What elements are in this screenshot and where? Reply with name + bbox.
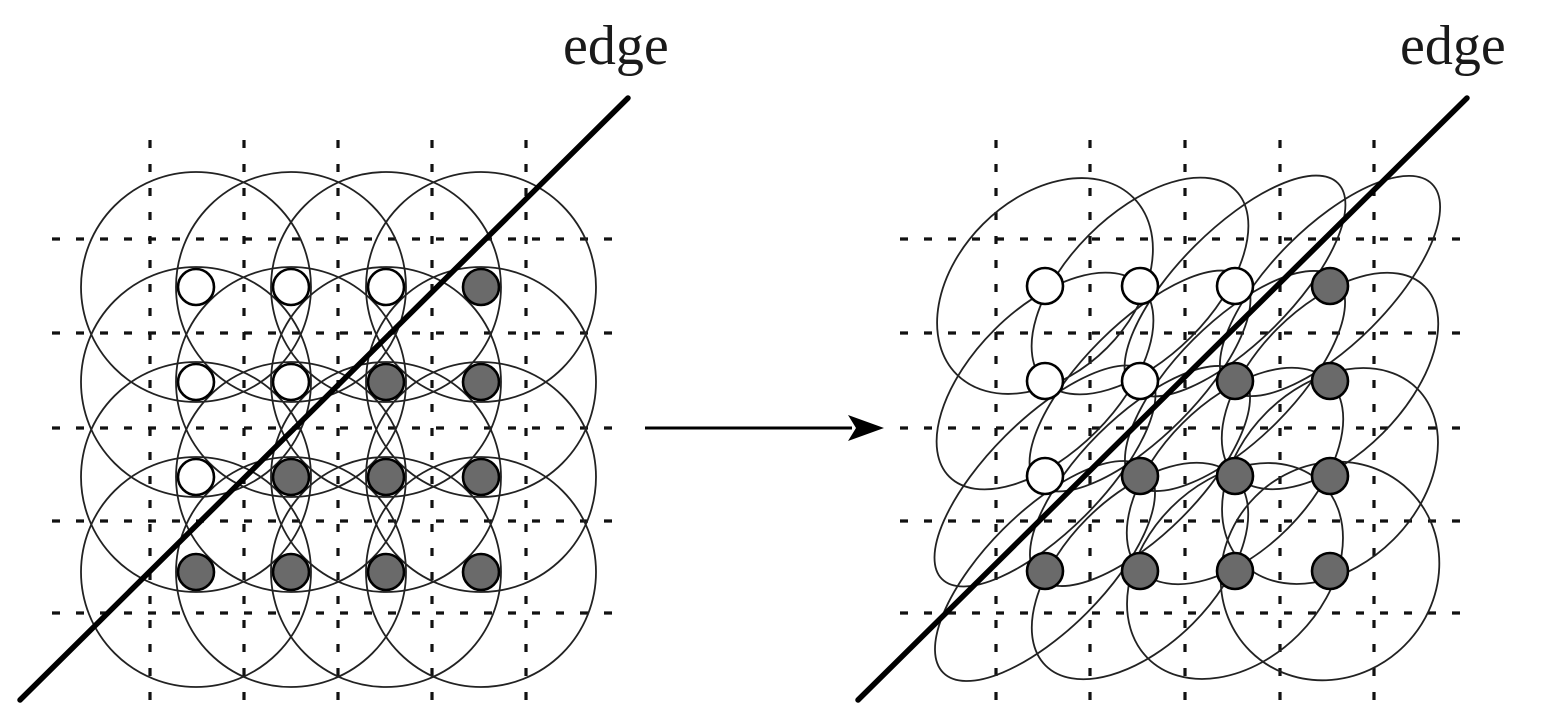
- pixel-light: [176, 362, 216, 402]
- arrow-head: [848, 415, 884, 441]
- kernel-circle: [365, 361, 597, 593]
- pixel-dark: [461, 362, 501, 402]
- kernel-circle: [365, 171, 597, 403]
- pixel-dark: [1310, 551, 1350, 591]
- left-panel-isotropic: edge: [17, 15, 669, 703]
- pixel-dark: [366, 552, 406, 592]
- left-pixel-samples: [176, 267, 501, 592]
- left-isotropic-kernels: [80, 171, 597, 688]
- kernel-circle: [270, 361, 502, 593]
- pixel-light: [271, 267, 311, 307]
- kernel-circle: [270, 456, 502, 688]
- kernel-circle: [80, 266, 312, 498]
- left-sampling-grid: [52, 140, 614, 700]
- kernel-ellipse: [1219, 460, 1441, 682]
- pixel-light: [176, 457, 216, 497]
- right-pixel-samples: [1025, 266, 1350, 591]
- right-panel-anisotropic: edge: [855, 15, 1506, 703]
- right-edge-line: [855, 95, 1470, 703]
- kernel-circle: [80, 171, 312, 403]
- pixel-dark: [1025, 551, 1065, 591]
- pixel-dark: [366, 457, 406, 497]
- kernel-circle: [175, 456, 407, 688]
- kernel-circle: [175, 361, 407, 593]
- kernel-circle: [270, 171, 502, 403]
- pixel-dark: [176, 552, 216, 592]
- pixel-light: [1025, 266, 1065, 306]
- kernel-circle: [175, 266, 407, 498]
- kernel-ellipse: [936, 177, 1154, 395]
- pixel-dark: [271, 552, 311, 592]
- pixel-light: [271, 362, 311, 402]
- pixel-dark: [1310, 456, 1350, 496]
- kernel-circle: [175, 171, 407, 403]
- right-edge-label: edge: [1400, 15, 1506, 77]
- right-steered-kernels: [933, 174, 1441, 682]
- pixel-light: [366, 267, 406, 307]
- pixel-dark: [1215, 456, 1255, 496]
- kernel-circle: [80, 456, 312, 688]
- pixel-light: [1120, 361, 1160, 401]
- kernel-circle: [365, 266, 597, 498]
- kernel-circle: [365, 456, 597, 688]
- pixel-dark: [1310, 266, 1350, 306]
- transform-arrow: [645, 415, 884, 441]
- pixel-light: [1215, 266, 1255, 306]
- pixel-dark: [366, 362, 406, 402]
- pixel-light: [1120, 266, 1160, 306]
- pixel-dark: [271, 457, 311, 497]
- left-edge-line: [17, 95, 631, 703]
- pixel-dark: [1215, 361, 1255, 401]
- pixel-dark: [461, 267, 501, 307]
- pixel-light: [176, 267, 216, 307]
- pixel-dark: [1310, 361, 1350, 401]
- pixel-light: [1025, 361, 1065, 401]
- pixel-dark: [1215, 551, 1255, 591]
- kernel-circle: [270, 266, 502, 498]
- kernel-circle: [80, 361, 312, 593]
- pixel-dark: [1120, 456, 1160, 496]
- left-edge-label: edge: [563, 15, 669, 77]
- pixel-dark: [461, 552, 501, 592]
- pixel-dark: [461, 457, 501, 497]
- pixel-light: [1025, 456, 1065, 496]
- pixel-dark: [1120, 551, 1160, 591]
